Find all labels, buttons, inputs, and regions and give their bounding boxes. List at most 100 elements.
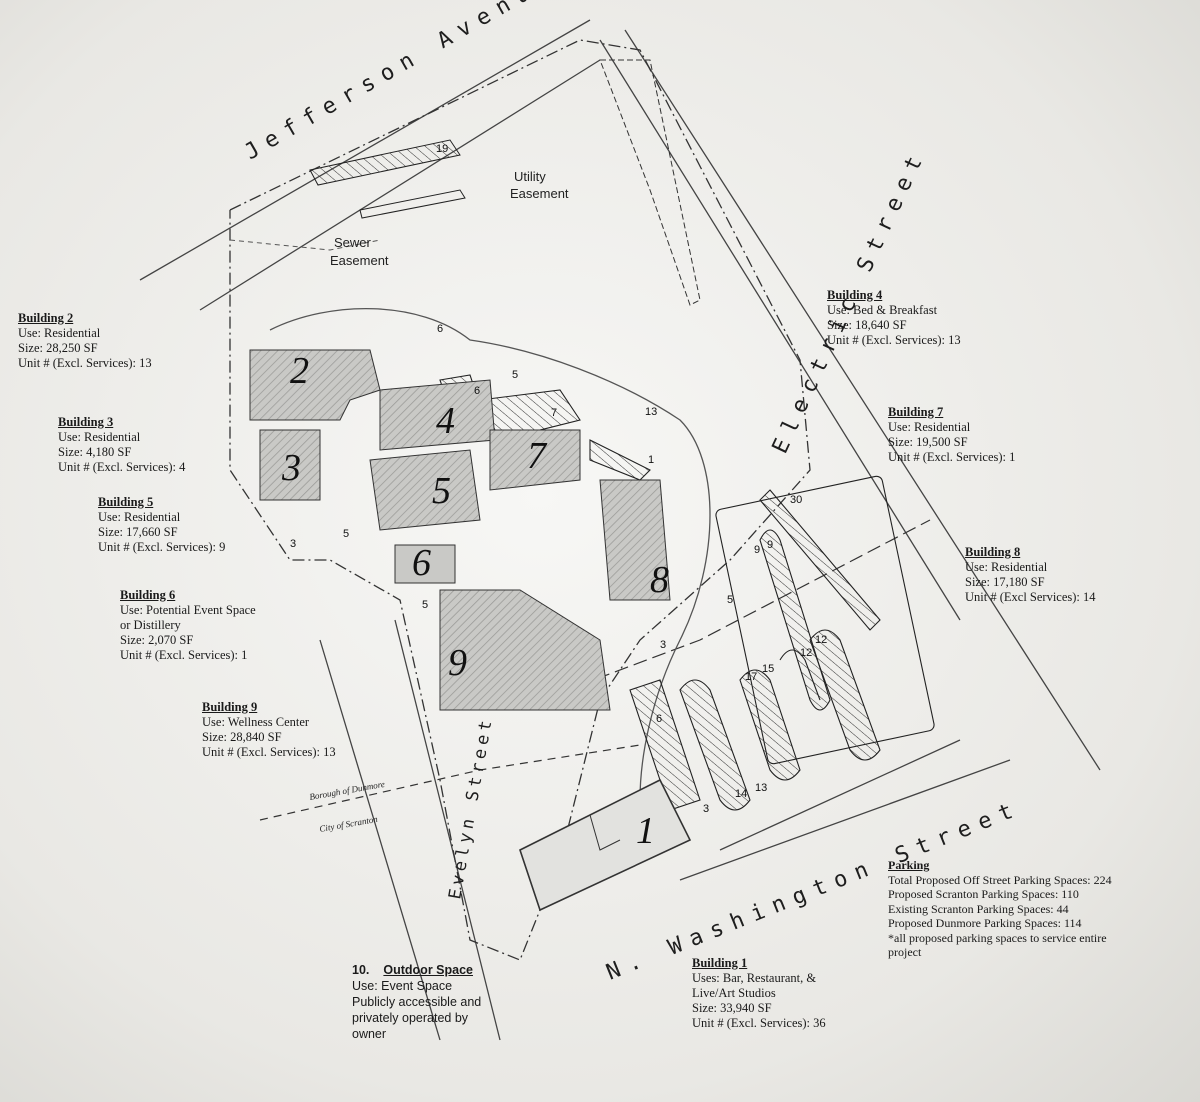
parking-count: 9: [767, 539, 773, 551]
note-size: Size: 33,940 SF: [692, 1001, 772, 1015]
note-size: Size: 17,660 SF: [98, 525, 178, 539]
outdoor-use: Use: Event Space: [352, 979, 453, 993]
building-number-7: 7: [527, 435, 548, 477]
note-use: Use: Residential: [888, 420, 971, 434]
building-3-note: Building 3 Use: Residential Size: 4,180 …: [58, 415, 185, 475]
outdoor-title: Outdoor Space: [383, 963, 473, 977]
building-7-footprint: [489, 429, 581, 491]
utility-easement-label-2: Easement: [510, 186, 569, 201]
east-parking-lot: [439, 374, 935, 811]
note-title: Building 9: [202, 700, 258, 714]
parking-count: 5: [343, 528, 349, 540]
building-number-9: 9: [448, 642, 467, 684]
parking-count: 6: [656, 713, 662, 725]
building-2-footprint: [249, 349, 381, 421]
note-size: Size: 28,840 SF: [202, 730, 282, 744]
outdoor-number: 10.: [352, 963, 370, 977]
building-9-note: Building 9 Use: Wellness Center Size: 28…: [202, 700, 336, 760]
outdoor-heading: 10. Outdoor Space: [352, 962, 522, 978]
dunmore-scranton-line: [259, 744, 641, 821]
parking-count: 17: [745, 671, 757, 683]
note-units: Unit # (Excl. Services): 13: [827, 333, 961, 347]
outdoor-desc-2: privately operated by: [352, 1011, 469, 1025]
building-1-footprint: [519, 778, 692, 912]
note-title: Building 3: [58, 415, 114, 429]
jefferson-avenue-label: Jefferson Avenue: [241, 0, 562, 165]
building-number-8: 8: [650, 559, 669, 601]
parking-summary-note: Parking Total Proposed Off Street Parkin…: [888, 858, 1112, 960]
building-1-note: Building 1 Uses: Bar, Restaurant, & Live…: [692, 956, 826, 1031]
note-use: Use: Potential Event Space: [120, 603, 256, 617]
note-use: Use: Bed & Breakfast: [827, 303, 938, 317]
parking-count: 3: [660, 639, 666, 651]
building-4-note: Building 4 Use: Bed & Breakfast Size: 18…: [827, 288, 961, 348]
note-use: Use: Wellness Center: [202, 715, 310, 729]
note-size: Size: 17,180 SF: [965, 575, 1045, 589]
note-title: Building 6: [120, 588, 176, 602]
note-use: Use: Residential: [58, 430, 141, 444]
note-use: Uses: Bar, Restaurant, &: [692, 971, 817, 985]
utility-easement-label-1: Utility: [514, 169, 546, 184]
building-7-note: Building 7 Use: Residential Size: 19,500…: [888, 405, 1015, 465]
building-6-footprint: [394, 544, 456, 584]
outdoor-desc-3: owner: [352, 1027, 387, 1041]
note-size: Size: 19,500 SF: [888, 435, 968, 449]
note-use: Use: Residential: [18, 326, 101, 340]
note-title: Building 4: [827, 288, 883, 302]
note-units: Unit # (Excl Services): 14: [965, 590, 1096, 604]
note-size: Size: 28,250 SF: [18, 341, 98, 355]
parking-footnote-2: project: [888, 945, 922, 959]
note-title: Building 7: [888, 405, 944, 419]
sewer-easement-line: [229, 239, 381, 251]
borough-of-dunmore-label: Borough of Dunmore: [309, 779, 386, 802]
city-of-scranton-label: City of Scranton: [319, 814, 379, 834]
note-use: Use: Residential: [98, 510, 181, 524]
note-use-2: or Distillery: [120, 618, 181, 632]
parking-count: 5: [512, 369, 518, 381]
note-units: Unit # (Excl. Services): 4: [58, 460, 186, 474]
note-size: Size: 2,070 SF: [120, 633, 194, 647]
parking-title: Parking: [888, 858, 930, 872]
building-8-footprint: [599, 479, 671, 601]
parking-count: 5: [727, 594, 733, 606]
building-number-5: 5: [432, 470, 451, 512]
building-6-note: Building 6 Use: Potential Event Space or…: [120, 588, 256, 663]
note-units: Unit # (Excl. Services): 1: [120, 648, 248, 662]
parking-line: Total Proposed Off Street Parking Spaces…: [888, 872, 1112, 887]
parking-count: 1: [648, 454, 654, 466]
east-boundary-dashed: [539, 519, 931, 701]
building-number-6: 6: [412, 542, 431, 584]
building-5-note: Building 5 Use: Residential Size: 17,660…: [98, 495, 225, 555]
parking-count: 12: [800, 647, 812, 659]
driveway: [269, 307, 711, 801]
north-parking: [309, 59, 701, 306]
parking-count: 7: [551, 407, 557, 419]
note-units: Unit # (Excl. Services): 9: [98, 540, 226, 554]
outdoor-space-note: 10.Outdoor Space Use: Event Space Public…: [352, 962, 522, 1042]
parking-count: 5: [422, 599, 428, 611]
parking-count: 9: [754, 544, 760, 556]
buildings: [249, 349, 692, 912]
parking-count: 3: [290, 538, 296, 550]
parking-count: 12: [815, 634, 827, 646]
parking-count: 15: [762, 663, 774, 675]
note-use: Use: Residential: [965, 560, 1048, 574]
parking-line: Proposed Dunmore Parking Spaces: 114: [888, 916, 1082, 930]
building-number-3: 3: [281, 447, 301, 489]
building-8-note: Building 8 Use: Residential Size: 17,180…: [965, 545, 1096, 605]
parking-count: 13: [645, 406, 657, 418]
parking-count: 6: [437, 323, 443, 335]
note-units: Unit # (Excl. Services): 36: [692, 1016, 826, 1030]
building-number-4: 4: [436, 400, 455, 442]
note-units: Unit # (Excl. Services): 13: [202, 745, 336, 759]
note-size: Size: 18,640 SF: [827, 318, 907, 332]
note-use-2: Live/Art Studios: [692, 986, 776, 1000]
street-edges: [139, 19, 1101, 1041]
parking-count: 6: [474, 385, 480, 397]
parking-line: Proposed Scranton Parking Spaces: 110: [888, 887, 1079, 901]
parking-count: 19: [436, 143, 448, 155]
evelyn-street-label: Evelyn Street: [445, 715, 497, 901]
note-size: Size: 4,180 SF: [58, 445, 132, 459]
parking-counts: 19 6 5 6 7 13 1 30 3 5 9 9 5 5 3 12 12 1…: [290, 143, 827, 815]
